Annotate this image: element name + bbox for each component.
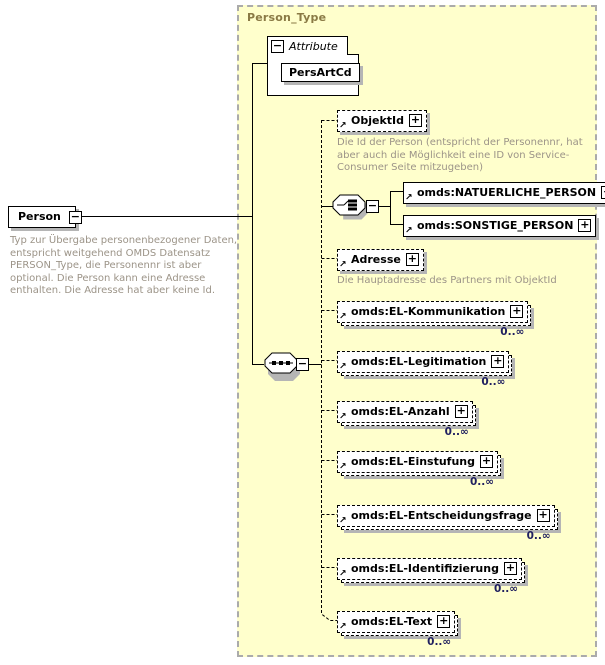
expand-icon[interactable]: + <box>503 561 517 575</box>
element-node-el-anzahl[interactable]: ↗ omds:EL-Anzahl + <box>337 400 476 426</box>
element-row-natuerliche-person: ↗ omds:NATUERLICHE_PERSON + <box>403 181 605 204</box>
element-label: omds:EL-Text <box>351 615 433 628</box>
reference-arrow-icon: ↗ <box>339 568 347 579</box>
expand-icon[interactable]: + <box>409 113 422 127</box>
occurrence-label: 0..∞ <box>493 583 518 595</box>
attribute-label: PersArtCd <box>289 66 352 79</box>
expand-icon[interactable]: + <box>536 508 550 522</box>
expand-icon[interactable]: + <box>491 354 505 368</box>
collapse-icon[interactable]: − <box>68 209 82 224</box>
element-annotation: Typ zur Übergabe personenbezogener Daten… <box>10 235 238 296</box>
element-node-el-entscheidungsfrage[interactable]: ↗ omds:EL-Entscheidungsfrage + <box>337 504 558 530</box>
element-node-el-kommunikation[interactable]: ↗ omds:EL-Kommunikation + <box>337 300 532 326</box>
element-row-el-kommunikation: ↗ omds:EL-Kommunikation + 0..∞ <box>337 300 532 338</box>
element-node-el-legitimation[interactable]: ↗ omds:EL-Legitimation + <box>337 350 513 376</box>
element-label: omds:EL-Anzahl <box>351 405 450 418</box>
occurrence-label: 0..∞ <box>500 326 525 338</box>
element-label: omds:EL-Identifizierung <box>351 562 499 575</box>
reference-arrow-icon: ↗ <box>339 311 347 322</box>
reference-arrow-icon: ↗ <box>339 259 347 270</box>
element-node-natuerliche-person[interactable]: ↗ omds:NATUERLICHE_PERSON + <box>403 181 605 204</box>
expand-icon[interactable]: + <box>510 304 524 318</box>
occurrence-label: 0..∞ <box>444 426 469 438</box>
reference-arrow-icon: ↗ <box>339 361 347 372</box>
attribute-node-persartcd[interactable]: PersArtCd <box>281 63 360 82</box>
element-row-el-identifizierung: ↗ omds:EL-Identifizierung + 0..∞ <box>337 557 525 595</box>
occurrence-label: 0..∞ <box>481 376 506 388</box>
element-annotation: Die Hauptadresse des Partners mit Objekt… <box>337 275 557 286</box>
occurrence-label: 0..∞ <box>469 476 495 488</box>
element-label: Person <box>18 210 61 223</box>
sequence-indicator-icon[interactable] <box>261 351 305 383</box>
expand-icon[interactable]: + <box>437 614 451 628</box>
element-row-el-legitimation: ↗ omds:EL-Legitimation + 0..∞ <box>337 350 513 388</box>
attribute-section-tab[interactable]: − Attribute <box>267 36 348 55</box>
person-type-title: Person_Type <box>247 11 327 24</box>
expand-icon[interactable]: + <box>601 186 605 199</box>
choice-indicator-icon[interactable] <box>331 193 375 225</box>
occurrence-label: 0..∞ <box>526 530 551 542</box>
element-label: omds:SONSTIGE_PERSON <box>417 219 574 232</box>
collapse-icon[interactable]: − <box>296 357 309 371</box>
element-row-el-text: ↗ omds:EL-Text + 0..∞ <box>337 610 459 648</box>
element-row-el-anzahl: ↗ omds:EL-Anzahl + 0..∞ <box>337 400 476 438</box>
element-label: ObjektId <box>351 114 404 127</box>
element-node-el-identifizierung[interactable]: ↗ omds:EL-Identifizierung + <box>337 557 525 583</box>
element-annotation: Die Id der Person (entspricht der Person… <box>337 137 583 173</box>
reference-arrow-icon: ↗ <box>339 621 347 632</box>
reference-arrow-icon: ↗ <box>339 515 347 526</box>
element-node-sonstige-person[interactable]: ↗ omds:SONSTIGE_PERSON + <box>403 214 597 237</box>
element-node-el-text[interactable]: ↗ omds:EL-Text + <box>337 610 459 636</box>
reference-arrow-icon: ↗ <box>339 411 347 422</box>
expand-icon[interactable]: + <box>454 404 468 418</box>
expand-icon[interactable]: + <box>578 218 592 232</box>
element-label: omds:NATUERLICHE_PERSON <box>417 186 597 199</box>
element-label: Adresse <box>351 253 401 266</box>
occurrence-label: 0..∞ <box>427 636 452 648</box>
element-label: omds:EL-Kommunikation <box>351 305 506 318</box>
element-row-el-entscheidungsfrage: ↗ omds:EL-Entscheidungsfrage + 0..∞ <box>337 504 558 542</box>
reference-arrow-icon: ↗ <box>405 192 413 203</box>
element-label: omds:EL-Einstufung <box>351 455 476 468</box>
element-row-sonstige-person: ↗ omds:SONSTIGE_PERSON + <box>403 214 597 237</box>
element-node-person[interactable]: Person − <box>8 205 82 228</box>
element-node-el-einstufung[interactable]: ↗ omds:EL-Einstufung + <box>337 450 502 476</box>
expand-icon[interactable]: + <box>480 454 494 468</box>
reference-arrow-icon: ↗ <box>405 225 413 236</box>
element-row-objektid: ↗ ObjektId + Die Id der Person (entspric… <box>337 109 583 173</box>
element-row-adresse: ↗ Adresse + Die Hauptadresse des Partner… <box>337 248 557 286</box>
reference-arrow-icon: ↗ <box>339 120 347 131</box>
collapse-icon[interactable]: − <box>271 38 284 53</box>
element-label: omds:EL-Entscheidungsfrage <box>351 509 532 522</box>
attribute-section-label: Attribute <box>289 39 338 53</box>
element-node-objektid[interactable]: ↗ ObjektId + <box>337 109 427 132</box>
element-label: omds:EL-Legitimation <box>351 355 487 368</box>
root-element-row: Person − Typ zur Übergabe personenbezoge… <box>8 205 237 296</box>
collapse-icon[interactable]: − <box>366 199 379 213</box>
element-row-el-einstufung: ↗ omds:EL-Einstufung + 0..∞ <box>337 450 502 488</box>
expand-icon[interactable]: + <box>405 252 419 266</box>
element-node-adresse[interactable]: ↗ Adresse + <box>337 248 424 271</box>
reference-arrow-icon: ↗ <box>339 461 347 472</box>
